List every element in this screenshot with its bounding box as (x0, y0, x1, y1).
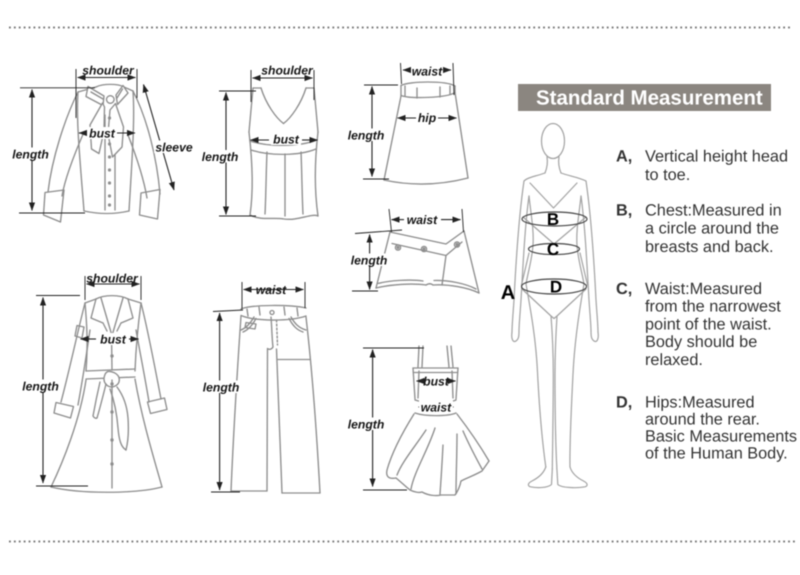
svg-text:B: B (547, 210, 559, 229)
svg-text:Body should be: Body should be (645, 333, 757, 351)
svg-text:A: A (501, 282, 515, 304)
svg-text:waist: waist (407, 213, 438, 227)
svg-text:Standard Measurement: Standard Measurement (536, 87, 763, 110)
svg-text:length: length (22, 380, 59, 394)
svg-text:of the Human Body.: of the Human Body. (645, 445, 788, 463)
svg-text:shoulder: shoulder (86, 272, 139, 286)
svg-text:point of the waist.: point of the waist. (645, 315, 772, 333)
svg-text:shoulder: shoulder (261, 64, 314, 78)
svg-text:Hips:Measured: Hips:Measured (645, 394, 755, 412)
svg-text:C,: C, (616, 280, 632, 298)
svg-text:C: C (547, 240, 559, 259)
svg-text:shoulder: shoulder (82, 64, 135, 78)
svg-text:A,: A, (616, 148, 632, 166)
svg-text:length: length (202, 150, 239, 164)
svg-text:Vertical height head: Vertical height head (645, 148, 788, 166)
svg-text:sleeve: sleeve (155, 141, 192, 155)
svg-text:length: length (348, 418, 385, 432)
svg-text:Chest:Measured in: Chest:Measured in (645, 202, 782, 220)
svg-text:Basic Measurements: Basic Measurements (645, 428, 797, 446)
svg-text:bust: bust (273, 133, 300, 147)
svg-text:a circle around the: a circle around the (645, 220, 779, 238)
svg-text:from the narrowest: from the narrowest (645, 298, 781, 316)
svg-text:length: length (348, 129, 385, 143)
svg-text:bust: bust (100, 333, 127, 347)
svg-text:B,: B, (616, 202, 632, 220)
svg-text:to toe.: to toe. (645, 166, 690, 184)
svg-text:bust: bust (89, 127, 116, 141)
svg-text:length: length (351, 254, 388, 268)
svg-text:bust: bust (423, 375, 450, 389)
svg-text:hip: hip (418, 111, 437, 125)
svg-text:D,: D, (616, 394, 632, 412)
svg-text:Waist:Measured: Waist:Measured (645, 280, 762, 298)
svg-text:D: D (550, 278, 562, 297)
svg-text:waist: waist (256, 283, 287, 297)
svg-text:around the rear.: around the rear. (645, 411, 760, 429)
svg-text:waist: waist (421, 401, 452, 415)
svg-text:waist: waist (412, 65, 443, 79)
svg-text:relaxed.: relaxed. (645, 351, 703, 369)
svg-text:breasts and back.: breasts and back. (645, 238, 774, 256)
svg-text:length: length (12, 148, 49, 162)
svg-text:length: length (203, 381, 240, 395)
